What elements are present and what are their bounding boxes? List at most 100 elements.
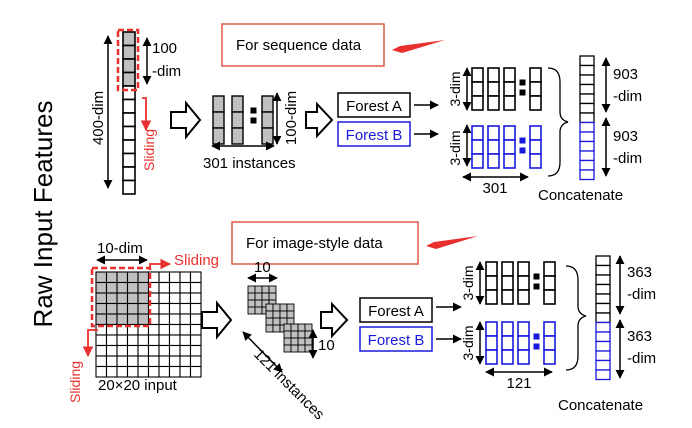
cell bbox=[247, 299, 256, 308]
cell bbox=[137, 271, 150, 284]
cell bbox=[247, 306, 256, 315]
cell bbox=[529, 139, 542, 155]
cell bbox=[122, 31, 136, 47]
cell bbox=[168, 271, 181, 284]
concatenate-label-image: Concatenate bbox=[558, 397, 643, 414]
cell bbox=[137, 344, 150, 357]
sliding-right-label: Sliding bbox=[174, 252, 219, 269]
cell bbox=[147, 355, 160, 368]
colon-dot bbox=[519, 147, 526, 154]
cell bbox=[105, 302, 118, 315]
cell bbox=[168, 323, 181, 336]
cell bbox=[261, 111, 274, 129]
cell bbox=[265, 310, 274, 319]
cell bbox=[517, 289, 530, 305]
patch-w-label: 10 bbox=[254, 259, 271, 276]
cell bbox=[137, 292, 150, 305]
cell bbox=[268, 292, 277, 301]
cell bbox=[247, 285, 256, 294]
forest-a-label: Forest A bbox=[346, 98, 402, 115]
image-concatenated-vector bbox=[595, 255, 611, 381]
cell bbox=[517, 275, 530, 291]
cell bbox=[137, 281, 150, 294]
cell bbox=[290, 344, 299, 353]
cell bbox=[105, 355, 118, 368]
cell bbox=[95, 365, 108, 378]
cell bbox=[503, 125, 516, 141]
cell bbox=[179, 271, 192, 284]
cell bbox=[543, 289, 556, 305]
cell bbox=[168, 281, 181, 294]
cell bbox=[595, 264, 611, 276]
cell bbox=[116, 334, 129, 347]
cell bbox=[189, 355, 202, 368]
cell bbox=[189, 302, 202, 315]
cell bbox=[179, 355, 192, 368]
cell bbox=[595, 302, 611, 314]
cell bbox=[126, 344, 139, 357]
image-callout-pointer bbox=[426, 236, 478, 249]
out-dim-label-a-image: 363 bbox=[627, 264, 652, 281]
cell bbox=[212, 95, 225, 113]
cell bbox=[147, 365, 160, 378]
cell bbox=[595, 255, 611, 267]
cell bbox=[579, 64, 595, 76]
sequence-concatenated-vector bbox=[579, 55, 595, 181]
cell bbox=[272, 303, 281, 312]
cell bbox=[168, 334, 181, 347]
cell bbox=[168, 302, 181, 315]
cell bbox=[503, 81, 516, 97]
cell bbox=[265, 303, 274, 312]
cell bbox=[290, 330, 299, 339]
cell bbox=[122, 58, 136, 74]
cell bbox=[529, 153, 542, 169]
colon-dot bbox=[533, 273, 540, 280]
image-brace bbox=[565, 265, 587, 371]
cell bbox=[105, 271, 118, 284]
cell bbox=[116, 355, 129, 368]
out-dim-label-a: 903 bbox=[613, 66, 638, 83]
cell bbox=[485, 321, 498, 337]
count-label-image: 121 bbox=[506, 375, 531, 392]
hollow-arrow-3 bbox=[201, 300, 233, 340]
sliding-arrow bbox=[140, 97, 152, 132]
cell bbox=[543, 349, 556, 365]
cell bbox=[137, 302, 150, 315]
cell bbox=[137, 355, 150, 368]
colon-dot bbox=[250, 117, 257, 124]
cell bbox=[595, 359, 611, 371]
colon-dot bbox=[519, 137, 526, 144]
cell bbox=[254, 285, 263, 294]
sequence-instances bbox=[212, 95, 274, 145]
count-label: 301 bbox=[482, 180, 507, 197]
cell bbox=[503, 139, 516, 155]
cell bbox=[158, 355, 171, 368]
class-dim-label-a-image: 3-dim bbox=[460, 265, 476, 300]
class-dim-label-b-image: 3-dim bbox=[460, 325, 476, 360]
cell bbox=[501, 335, 514, 351]
cell bbox=[595, 274, 611, 286]
cell bbox=[471, 125, 484, 141]
cell bbox=[304, 344, 313, 353]
cell bbox=[279, 303, 288, 312]
image-input-grid bbox=[95, 271, 202, 378]
cell bbox=[529, 81, 542, 97]
cell bbox=[579, 55, 595, 67]
cell bbox=[126, 313, 139, 326]
out-dim-label-b-image-2: -dim bbox=[627, 350, 656, 367]
forest-a-box-image bbox=[359, 297, 433, 323]
cell bbox=[179, 344, 192, 357]
cell bbox=[158, 281, 171, 294]
cell bbox=[168, 292, 181, 305]
cell bbox=[283, 323, 292, 332]
cell bbox=[126, 355, 139, 368]
cell bbox=[122, 179, 136, 195]
cell bbox=[261, 285, 270, 294]
cell bbox=[116, 292, 129, 305]
cell bbox=[471, 139, 484, 155]
hollow-arrow-2 bbox=[305, 101, 334, 139]
cell bbox=[517, 321, 530, 337]
cell bbox=[105, 281, 118, 294]
cell bbox=[297, 344, 306, 353]
